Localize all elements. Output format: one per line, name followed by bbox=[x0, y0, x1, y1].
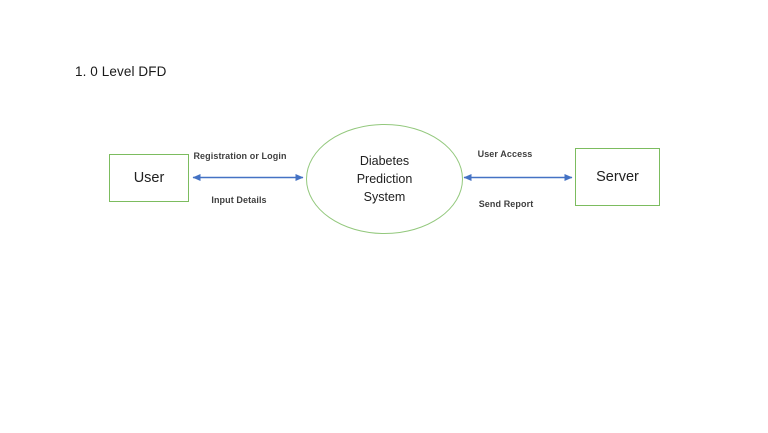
process-diabetes-prediction-system: Diabetes Prediction System bbox=[306, 124, 463, 234]
flow-label-send-report: Send Report bbox=[478, 199, 534, 209]
entity-user: User bbox=[109, 154, 189, 202]
flow-label-user-access: User Access bbox=[477, 149, 533, 159]
flow-label-input-details: Input Details bbox=[211, 195, 267, 205]
process-label: Diabetes Prediction System bbox=[356, 154, 413, 204]
flow-label-registration-or-login: Registration or Login bbox=[193, 151, 287, 161]
entity-user-label: User bbox=[133, 170, 165, 186]
entity-server-label: Server bbox=[596, 169, 639, 185]
diagram-title: 1. 0 Level DFD bbox=[75, 64, 167, 79]
entity-server: Server bbox=[575, 148, 660, 206]
